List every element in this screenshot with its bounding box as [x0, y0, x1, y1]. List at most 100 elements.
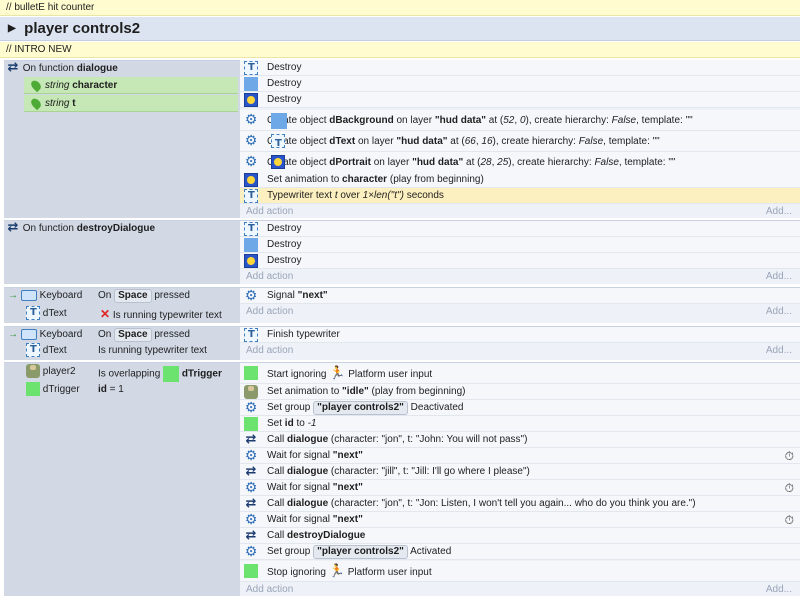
key-pressed-condition[interactable]: On Space pressed	[98, 288, 190, 304]
action-text: Start ignoring 🏃 Platform user input	[267, 366, 433, 381]
text-object-icon	[271, 133, 285, 154]
gear-icon: ⚙	[244, 480, 258, 496]
add-more-link[interactable]: Add...	[765, 306, 792, 317]
action-set-animation-idle[interactable]: Set animation to "idle" (play from begin…	[240, 384, 800, 400]
action-start-ignoring[interactable]: Start ignoring 🏃 Platform user input	[240, 363, 800, 384]
keyboard-icon	[20, 289, 37, 301]
action-text: Destroy	[267, 78, 302, 89]
param-type: string	[45, 98, 70, 109]
action-text: Finish typewriter	[267, 329, 340, 340]
action-text: Call dialogue (character: "jill", t: "Ji…	[267, 466, 530, 477]
action-wait-signal-1[interactable]: ⚙ Wait for signal "next" ⏱	[240, 448, 800, 464]
action-set-group-deactivated[interactable]: ⚙ Set group "player controls2" Deactivat…	[240, 400, 800, 416]
action-call-dialogue-2[interactable]: ⇄ Call dialogue (character: "jill", t: "…	[240, 464, 800, 480]
trigger-condition[interactable]: → Keyboard	[8, 327, 82, 343]
action-signal-next[interactable]: ⚙ Signal "next"	[240, 288, 800, 304]
instance-variable-condition[interactable]: id = 1	[98, 382, 124, 398]
action-text: Set group "player controls2" Activated	[267, 545, 452, 559]
action-call-destroydialogue[interactable]: ⇄ Call destroyDialogue	[240, 528, 800, 544]
action-create-dbackground[interactable]: ⚙ Create object dBackground on layer "hu…	[240, 110, 800, 131]
add-action-link[interactable]: Add action	[246, 345, 294, 356]
action-text: Destroy	[267, 94, 302, 105]
function-name: destroyDialogue	[76, 223, 156, 234]
keyboard-icon	[20, 328, 37, 340]
function-param-character[interactable]: string character	[24, 77, 238, 94]
comment-bullet-hit-counter[interactable]: // bulletE hit counter	[0, 0, 800, 16]
action-text: Signal "next"	[267, 290, 328, 301]
action-destroy-sprite[interactable]: Destroy	[240, 76, 800, 92]
variable-name: id	[98, 384, 107, 395]
action-text: Call dialogue (character: "jon", t: "Joh…	[267, 434, 528, 445]
target-object: dTrigger	[181, 368, 222, 380]
text-object-icon	[244, 221, 258, 237]
add-action-row[interactable]: Add action Add...	[240, 269, 800, 285]
action-create-dtext[interactable]: ⚙ Create object dText on layer "hud data…	[240, 131, 800, 154]
expand-triangle-icon[interactable]: ▶	[8, 23, 16, 34]
gear-icon: ⚙	[244, 400, 258, 416]
object-condition[interactable]: dText	[26, 305, 67, 322]
typewriter-condition-inverted[interactable]: ✕ Is running typewriter text	[100, 306, 222, 322]
action-set-animation[interactable]: Set animation to character (play from be…	[240, 172, 800, 188]
action-destroy-sprite[interactable]: Destroy	[240, 237, 800, 253]
param-name: character	[72, 80, 118, 91]
action-destroy-text[interactable]: Destroy	[240, 221, 800, 237]
action-text: Typewriter text t over 1×len("t") second…	[267, 190, 444, 201]
key-badge: Space	[114, 289, 152, 303]
add-action-row[interactable]: Add action Add...	[240, 343, 800, 359]
action-finish-typewriter[interactable]: Finish typewriter	[240, 327, 800, 343]
action-set-group-activated[interactable]: ⚙ Set group "player controls2" Activated	[240, 544, 800, 560]
object-name: Keyboard	[39, 329, 83, 340]
invert-x-icon: ✕	[100, 307, 111, 321]
add-action-link[interactable]: Add action	[246, 271, 294, 282]
add-action-row[interactable]: Add action Add...	[240, 304, 800, 320]
add-more-link[interactable]: Add...	[765, 271, 792, 282]
condition-suffix: pressed	[154, 290, 190, 301]
add-more-link[interactable]: Add...	[765, 584, 792, 595]
portrait-object-icon	[244, 93, 258, 107]
object-condition[interactable]: dText	[26, 342, 67, 359]
trigger-condition[interactable]: → Keyboard	[8, 288, 82, 304]
add-more-link[interactable]: Add...	[765, 345, 792, 356]
action-text: Set animation to character (play from be…	[267, 174, 484, 185]
object-condition[interactable]: dTrigger	[26, 382, 80, 398]
gear-icon: ⚙	[244, 448, 258, 464]
object-condition[interactable]: player2	[26, 364, 76, 380]
add-action-link[interactable]: Add action	[246, 206, 294, 217]
action-destroy-portrait[interactable]: Destroy	[240, 253, 800, 269]
function-loop-icon: ⇄	[7, 60, 19, 76]
comment-intro-new[interactable]: // INTRO NEW	[0, 42, 800, 58]
action-stop-ignoring[interactable]: Stop ignoring 🏃 Platform user input	[240, 561, 800, 582]
gear-icon: ⚙	[244, 512, 258, 528]
text-object-icon	[244, 327, 258, 343]
function-loop-icon: ⇄	[245, 432, 257, 447]
event-group-header[interactable]: ▶ player controls2	[0, 17, 800, 41]
gear-icon: ⚙	[244, 112, 258, 128]
action-create-dportrait[interactable]: ⚙ Create object dPortrait on layer "hud …	[240, 152, 800, 173]
action-wait-signal-2[interactable]: ⚙ Wait for signal "next" ⏱	[240, 480, 800, 496]
add-action-row[interactable]: Add action Add...	[240, 204, 800, 220]
typewriter-condition[interactable]: Is running typewriter text	[98, 343, 207, 359]
action-text: Call destroyDialogue	[267, 530, 366, 541]
action-set-id[interactable]: Set id to -1	[240, 416, 800, 432]
function-condition[interactable]: ⇄ On function destroyDialogue	[6, 221, 156, 237]
action-call-dialogue-1[interactable]: ⇄ Call dialogue (character: "jon", t: "J…	[240, 432, 800, 448]
add-action-link[interactable]: Add action	[246, 306, 294, 317]
timer-icon: ⏱	[784, 513, 794, 527]
background-object-icon	[271, 113, 287, 129]
key-pressed-condition[interactable]: On Space pressed	[98, 327, 190, 343]
action-destroy-text[interactable]: Destroy	[240, 60, 800, 76]
comment-text: // bulletE hit counter	[6, 2, 95, 13]
action-destroy-portrait[interactable]: Destroy	[240, 92, 800, 108]
function-param-t[interactable]: string t	[24, 95, 238, 112]
add-more-link[interactable]: Add...	[765, 206, 792, 217]
gear-icon: ⚙	[244, 288, 258, 304]
timer-icon: ⏱	[784, 449, 794, 463]
overlap-condition[interactable]: Is overlapping dTrigger	[98, 366, 222, 382]
action-wait-signal-3[interactable]: ⚙ Wait for signal "next" ⏱	[240, 512, 800, 528]
add-action-link[interactable]: Add action	[246, 584, 294, 595]
function-condition[interactable]: ⇄ On function dialogue	[6, 61, 118, 77]
add-action-row[interactable]: Add action Add...	[240, 582, 800, 598]
action-call-dialogue-3[interactable]: ⇄ Call dialogue (character: "jon", t: "J…	[240, 496, 800, 512]
action-typewriter-text[interactable]: Typewriter text t over 1×len("t") second…	[240, 188, 800, 204]
object-name: player2	[42, 366, 76, 377]
